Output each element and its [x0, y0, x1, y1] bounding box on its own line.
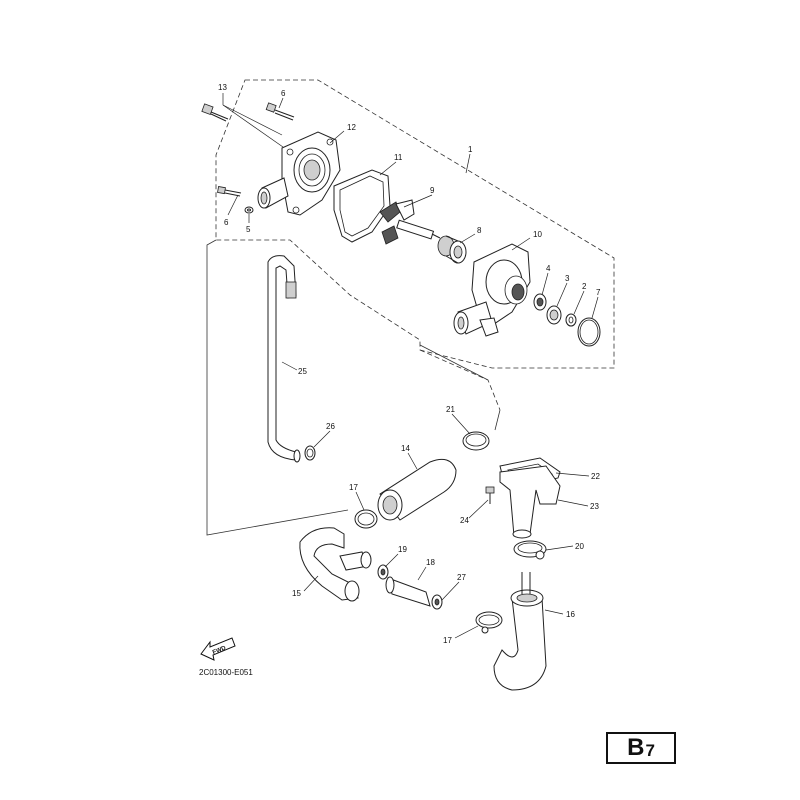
- callout-25: 25: [298, 367, 307, 376]
- callout-6-top: 6: [281, 89, 286, 98]
- gasket-11: [333, 169, 391, 243]
- page-code-number: 7: [645, 740, 655, 760]
- callout-17-lower: 17: [443, 636, 452, 645]
- callout-16: 16: [566, 610, 575, 619]
- assembly-leader-left: [206, 239, 349, 536]
- clamp-26: [304, 445, 316, 461]
- pump-cover-12: [257, 131, 341, 216]
- callout-10: 10: [533, 230, 542, 239]
- callout-26: 26: [326, 422, 335, 431]
- washer-2: [565, 313, 577, 327]
- clamp-19: [377, 564, 389, 580]
- page-code-box: B 7: [606, 732, 676, 764]
- o-ring-7: [577, 317, 601, 347]
- fwd-label: FWD: [212, 645, 228, 656]
- callout-3: 3: [565, 274, 570, 283]
- callout-2: 2: [582, 282, 587, 291]
- drawing-code: 2C01300-E051: [199, 668, 253, 677]
- pump-housing-10: [453, 243, 531, 337]
- fwd-arrow-icon: FWD: [200, 637, 236, 661]
- assembly-leader-bottom: [419, 344, 501, 431]
- callout-24: 24: [460, 516, 469, 525]
- callout-7: 7: [596, 288, 601, 297]
- hose-16: [493, 572, 547, 691]
- callout-14: 14: [401, 444, 410, 453]
- callout-21: 21: [446, 405, 455, 414]
- hose-15: [299, 527, 372, 602]
- callout-20: 20: [575, 542, 584, 551]
- callout-6-lower: 6: [224, 218, 229, 227]
- seal-ring-3: [546, 305, 562, 325]
- impeller-9: [379, 199, 441, 245]
- callout-19: 19: [398, 545, 407, 554]
- callout-23: 23: [590, 502, 599, 511]
- callout-13: 13: [218, 83, 227, 92]
- bolt-6-top: [265, 102, 295, 121]
- callout-22: 22: [591, 472, 600, 481]
- page-code-letter: B: [627, 734, 645, 761]
- hose-18: [385, 576, 431, 607]
- callout-11: 11: [394, 153, 403, 162]
- clamp-27: [431, 594, 443, 610]
- callout-8: 8: [477, 226, 482, 235]
- bolt-13: [201, 103, 229, 122]
- bolt-6-lower: [217, 186, 242, 197]
- callout-17-upper: 17: [349, 483, 358, 492]
- hose-14: [377, 458, 457, 521]
- clamp-21: [462, 431, 490, 451]
- callout-12: 12: [347, 123, 356, 132]
- bolt-24: [485, 486, 495, 504]
- callout-9: 9: [430, 186, 435, 195]
- seal-8: [437, 235, 467, 264]
- clamp-17-upper: [354, 509, 378, 529]
- clamp-20: [513, 540, 547, 560]
- callout-4: 4: [546, 264, 551, 273]
- callout-18: 18: [426, 558, 435, 567]
- callout-5: 5: [246, 225, 251, 234]
- leader-lines: [222, 93, 599, 639]
- clamp-17-lower: [475, 611, 503, 634]
- callout-numbers: 13 6 12 11 1 9 8 10 4 3 2 7 6 5 25 21 26…: [218, 83, 601, 645]
- outlet-fitting-23: [499, 465, 561, 539]
- washer-5: [244, 206, 254, 214]
- bearing-4: [533, 293, 547, 311]
- callout-1: 1: [468, 145, 473, 154]
- callout-27: 27: [457, 573, 466, 582]
- callout-15: 15: [292, 589, 301, 598]
- hose-25: [267, 255, 301, 463]
